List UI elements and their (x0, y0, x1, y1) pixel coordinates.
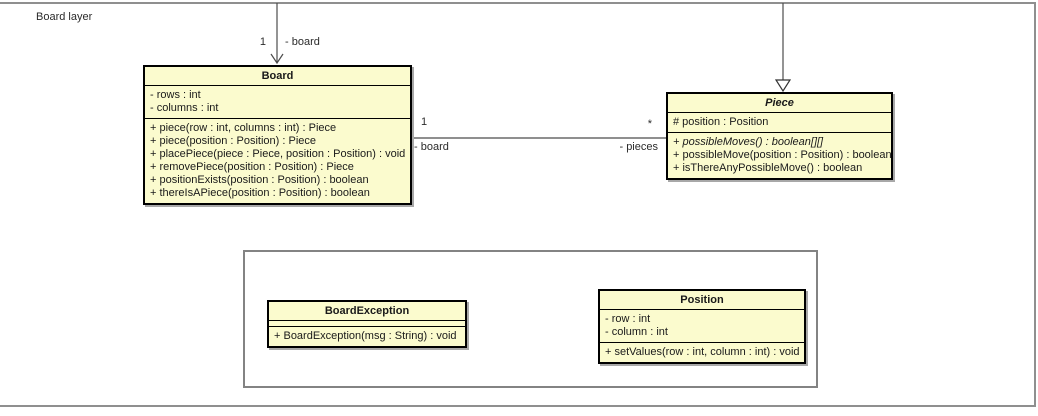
class-board-name: Board (145, 67, 410, 86)
method: + BoardException(msg : String) : void (274, 330, 457, 342)
multiplicity-incoming-board: 1 (259, 36, 266, 48)
class-piece-attributes: # position : Position (668, 113, 891, 133)
method: + piece(position : Position) : Piece (150, 135, 317, 147)
class-board: Board - rows : int - columns : int + pie… (143, 65, 412, 205)
class-board-exception-attributes (269, 321, 465, 327)
role-board-end: - board (414, 141, 449, 153)
class-position-name: Position (600, 291, 804, 310)
diagram-frame (0, 2, 1036, 407)
class-board-exception-name: BoardException (269, 302, 465, 321)
role-pieces-end: - pieces (619, 141, 658, 153)
class-piece-name: Piece (668, 94, 891, 113)
class-board-methods: + piece(row : int, columns : int) : Piec… (145, 119, 410, 203)
multiplicity-pieces-end: * (647, 118, 652, 130)
open-arrowhead-board (270, 53, 284, 65)
method: + positionExists(position : Position) : … (150, 174, 369, 186)
class-board-exception: BoardException + BoardException(msg : St… (267, 300, 467, 348)
class-position: Position - row : int - column : int + se… (598, 289, 806, 364)
method: + piece(row : int, columns : int) : Piec… (150, 122, 337, 134)
class-piece-methods: + possibleMoves() : boolean[][] + possib… (668, 133, 892, 178)
hollow-triangle-arrowhead-piece (774, 79, 792, 93)
attribute: - columns : int (150, 102, 219, 114)
method: + possibleMove(position : Position) : bo… (673, 149, 892, 161)
multiplicity-board-end: 1 (421, 116, 428, 128)
class-position-attributes: - row : int - column : int (600, 310, 804, 343)
class-board-attributes: - rows : int - columns : int (145, 86, 410, 119)
method: + placePiece(piece : Piece, position : P… (150, 148, 406, 160)
class-piece: Piece # position : Position + possibleMo… (666, 92, 893, 180)
class-board-exception-methods: + BoardException(msg : String) : void (269, 327, 465, 346)
layer-label: Board layer (36, 11, 93, 23)
attribute: - row : int (605, 313, 651, 325)
method: + isThereAnyPossibleMove() : boolean (673, 162, 863, 174)
attribute: - column : int (605, 326, 668, 338)
class-position-methods: + setValues(row : int, column : int) : v… (600, 343, 804, 362)
abstract-method: + possibleMoves() : boolean[][] (673, 136, 824, 148)
method: + setValues(row : int, column : int) : v… (605, 346, 800, 358)
attribute: # position : Position (673, 116, 769, 128)
attribute: - rows : int (150, 89, 201, 101)
method: + removePiece(position : Position) : Pie… (150, 161, 354, 173)
role-incoming-board: - board (285, 36, 320, 48)
group-container-rect (243, 250, 818, 388)
method: + thereIsAPiece(position : Position) : b… (150, 187, 370, 199)
